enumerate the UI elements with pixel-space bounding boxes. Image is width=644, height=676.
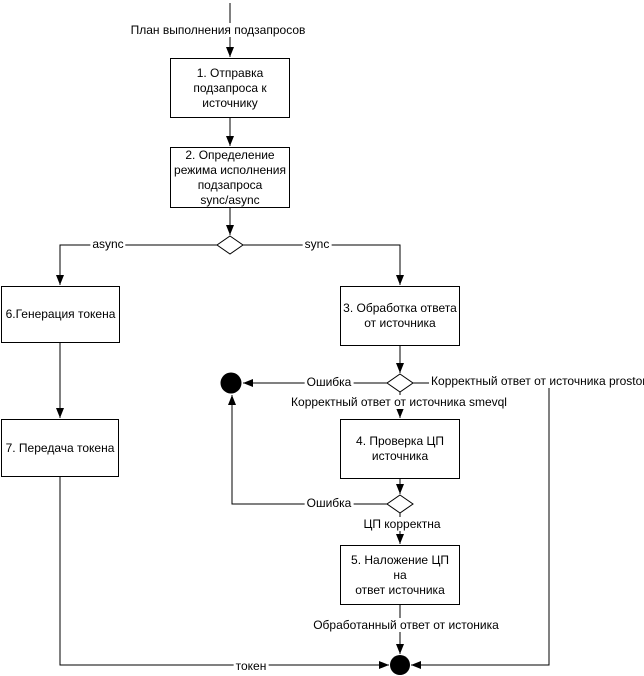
edge-label-smevql-response: Корректный ответ от источника smevql [289, 395, 509, 409]
edge-label-plan: План выполнения подзапросов [128, 23, 308, 37]
process-box-verify-signature: 4. Проверка ЦП источника [340, 419, 460, 479]
edge-decision1-async-to-box6 [56, 244, 217, 285]
process-box-handle-response: 3. Обработка ответа от источника [340, 286, 460, 346]
edge-label-async: async [90, 237, 126, 251]
edge-label-processed-response: Обработанный ответ от истоника [311, 618, 501, 632]
edge-box7-token-to-final [59, 477, 389, 669]
edge-decision1-sync-to-box3 [243, 244, 404, 285]
decision-signature-check-diamond [386, 494, 414, 514]
edge-label-error-response: Ошибка [304, 375, 354, 389]
process-box-send-subquery: 1. Отправка подзапроса к источнику [170, 58, 290, 118]
terminal-error-node [220, 372, 242, 394]
process-box-transfer-token: 7. Передача токена [1, 419, 119, 477]
process-box-determine-mode: 2. Определение режима исполнения подзапр… [170, 147, 290, 208]
decision-sync-async-diamond [216, 235, 244, 255]
process-box-generate-token: 6.Генерация токена [1, 286, 120, 343]
edge-label-signature-ok: ЦП корректна [361, 517, 443, 531]
edge-label-prostore-response: Корректный ответ от источника prostore [429, 374, 644, 388]
edge-label-error-signature: Ошибка [304, 496, 354, 510]
edge-label-token: токен [233, 659, 269, 673]
edge-label-sync: sync [302, 237, 332, 251]
terminal-final-node [390, 655, 410, 675]
process-box-apply-signature: 5. Наложение ЦП на ответ источника [340, 545, 460, 605]
decision-source-response-diamond [386, 373, 414, 393]
